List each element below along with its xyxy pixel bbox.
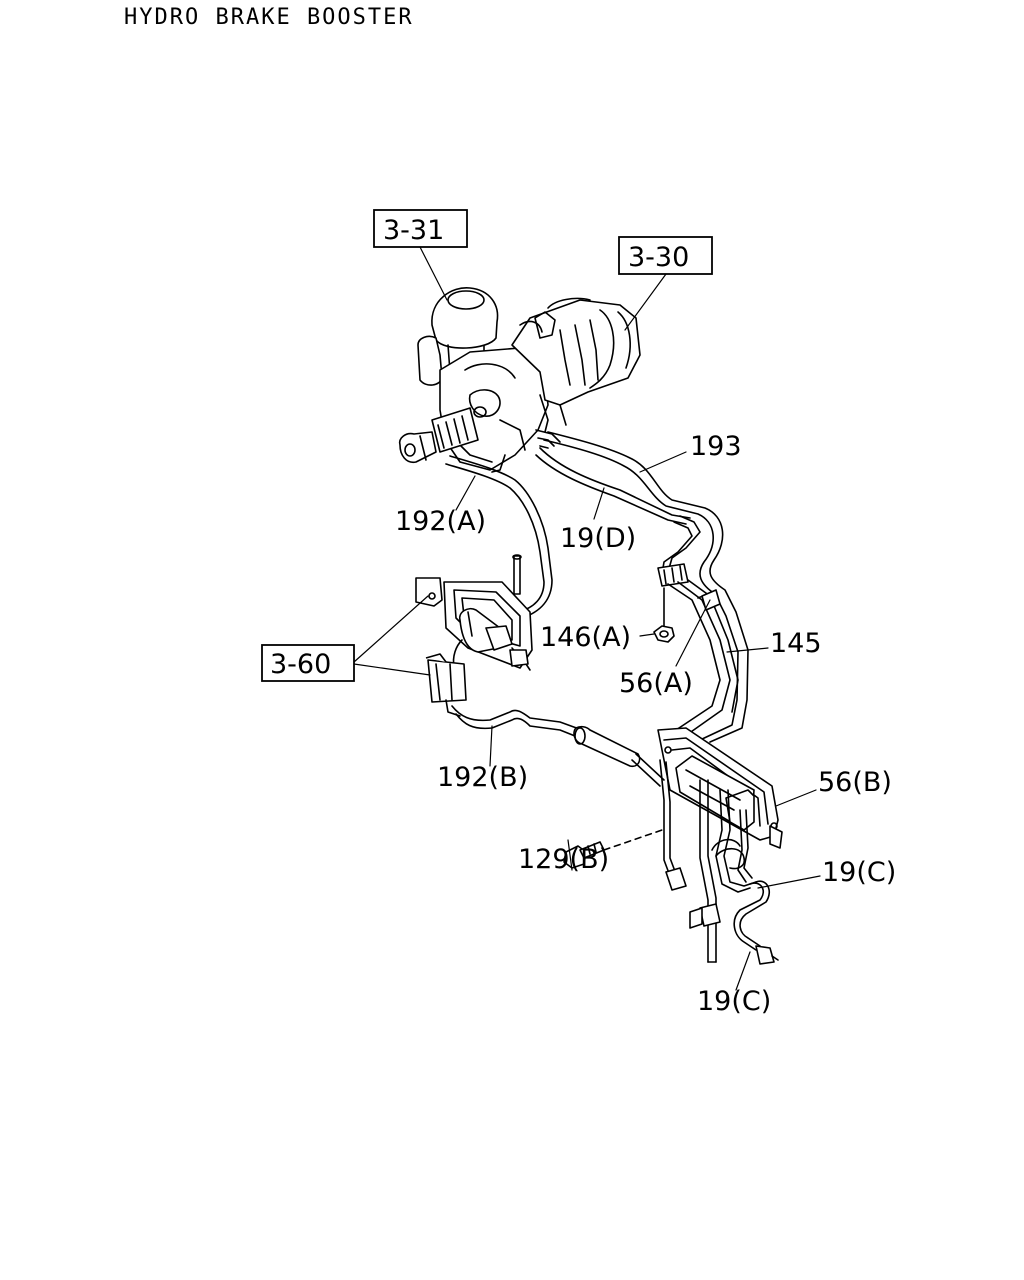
part-label-19c-upper: 19(C) [822,857,896,888]
part-label-19d: 19(D) [560,523,636,554]
part-label-129b: 129(B) [518,844,609,875]
part-label-192a: 192(A) [395,506,486,537]
brake-line-192b [451,705,665,787]
part-label-56a: 56(A) [619,668,693,699]
ref-label-3-30: 3-30 [628,242,689,273]
ref-box-3-30[interactable]: 3-30 [618,236,713,275]
diagram-title: HYDRO BRAKE BOOSTER [124,5,414,30]
part-label-19c-lower: 19(C) [697,986,771,1017]
brake-line-193 [543,431,749,743]
part-labels: 193 192(A) 19(D) 146(A) 145 56(A) 192(B)… [395,431,896,1017]
part-label-145: 145 [770,628,822,659]
ref-label-3-60: 3-60 [270,649,331,680]
brake-line-19c [659,759,779,965]
brake-line-19d [535,447,701,575]
bracket-56b [657,727,783,849]
nut-146a [653,587,675,643]
part-label-56b: 56(B) [818,767,892,798]
clip-56a [701,589,721,611]
leader-lines [353,246,821,991]
push-rod [398,407,479,464]
ref-label-3-31: 3-31 [383,215,444,246]
hydro-brake-booster-unit [398,287,641,473]
brake-line-192a [445,455,553,619]
part-label-192b: 192(B) [437,762,528,793]
part-label-146a: 146(A) [540,622,631,653]
ref-box-3-31[interactable]: 3-31 [373,209,468,248]
clip-junction [657,563,689,587]
ref-box-3-60[interactable]: 3-60 [261,644,355,682]
part-label-193: 193 [690,431,742,462]
switch-assembly-3-60 [415,554,533,717]
